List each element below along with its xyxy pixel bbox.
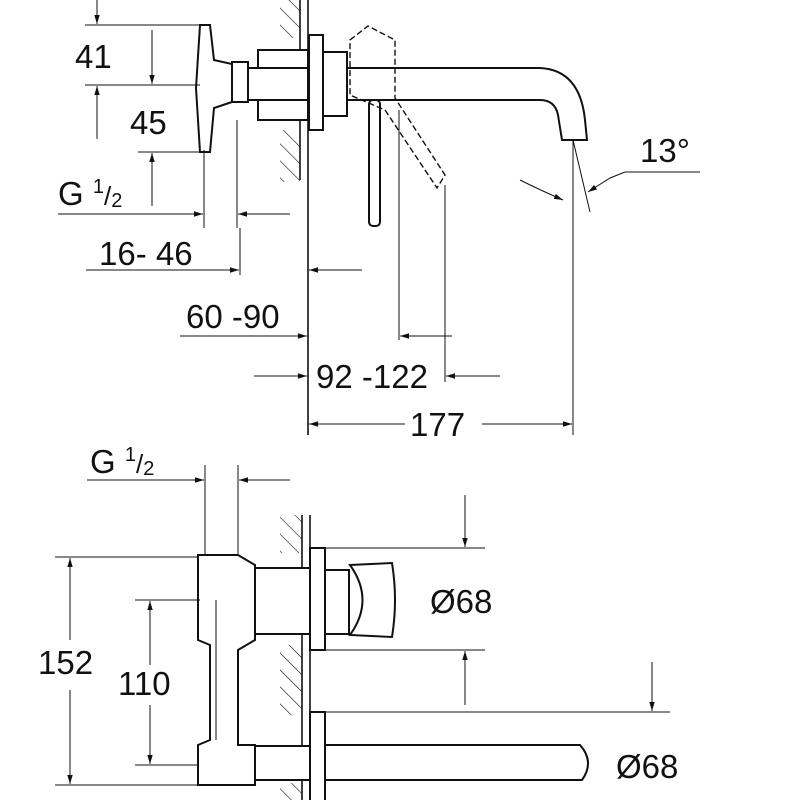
upper-flange	[309, 547, 326, 651]
dimension-60-90: 60 -90	[186, 298, 280, 335]
concealed-body	[197, 554, 256, 786]
thread-label-top: G 1/2	[58, 175, 123, 212]
diameter-spout: Ø68	[616, 748, 679, 785]
top-view	[58, 0, 700, 435]
lever	[368, 99, 381, 227]
lever-alt-position	[349, 25, 446, 190]
angle-13-deg: 13°	[640, 132, 690, 169]
wall-hatch	[280, 645, 302, 715]
knob	[348, 561, 396, 639]
dimension-152: 152	[38, 644, 94, 681]
wall-hatch	[280, 515, 302, 553]
dimension-92-122: 92 -122	[316, 358, 428, 395]
valve-nut	[231, 61, 249, 103]
dimension-41: 41	[75, 38, 112, 75]
lower-spout	[324, 744, 589, 781]
handle	[194, 24, 233, 153]
upper-connection	[254, 567, 311, 635]
valve-stem	[246, 67, 309, 101]
spout	[322, 67, 589, 141]
lower-flange	[309, 711, 326, 800]
diameter-rosette: Ø68	[430, 583, 493, 620]
dimension-16-46: 16- 46	[99, 235, 193, 272]
thread-label-bottom: G 1/2	[90, 443, 155, 480]
dimension-45: 45	[130, 104, 167, 141]
knob-base	[324, 569, 350, 635]
lower-connection	[254, 745, 311, 781]
flange	[308, 34, 324, 131]
spout-collar	[322, 51, 348, 117]
wall-hatch	[280, 783, 302, 800]
wall-hatch	[280, 0, 300, 38]
wall-hatch	[280, 130, 300, 182]
dimension-110: 110	[118, 665, 171, 702]
dimension-177: 177	[410, 406, 466, 443]
bottom-view	[55, 465, 670, 800]
